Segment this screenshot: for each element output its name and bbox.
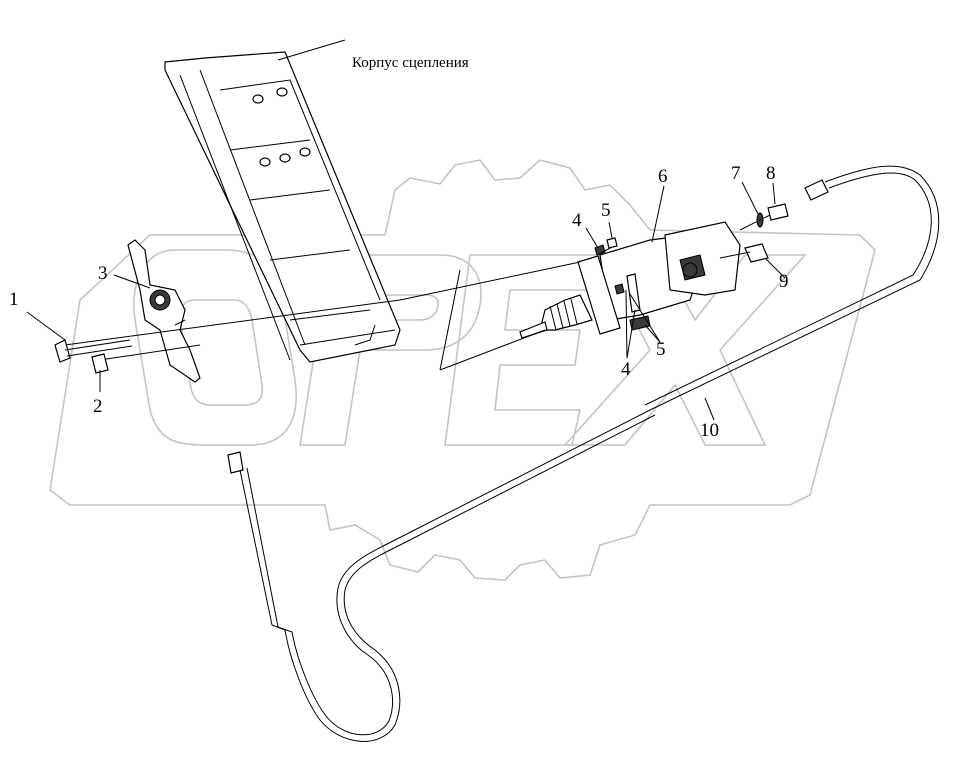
pushrod (519, 321, 548, 339)
bolt-1 (54, 339, 133, 363)
callout-5-upper: 5 (601, 200, 611, 221)
watermark-letter-e (444, 254, 601, 446)
watermark-gear (49, 159, 876, 581)
callout-7: 7 (731, 163, 741, 184)
release-fork (127, 239, 201, 383)
callout-6: 6 (658, 166, 668, 187)
callout-10: 10 (700, 420, 719, 441)
plug-9 (744, 243, 769, 263)
clutch-booster (519, 221, 741, 339)
callout-leaders (26, 181, 786, 421)
watermark-letter-x (563, 254, 807, 446)
callout-9: 9 (779, 271, 789, 292)
fitting-8 (767, 203, 789, 221)
callout-8: 8 (766, 163, 776, 184)
bolt-2 (91, 353, 109, 374)
booster-flange (577, 255, 621, 335)
callout-4-lower: 4 (621, 359, 631, 380)
callout-2: 2 (93, 396, 103, 417)
watermark-letter-p (299, 254, 482, 446)
pipe-end-fitting (227, 451, 244, 474)
watermark-logo (49, 159, 876, 581)
caption-leader (277, 39, 346, 61)
callout-1: 1 (9, 289, 19, 310)
booster-boot (539, 294, 593, 331)
callout-labels: 1 2 3 4 4 5 5 6 7 8 9 10 (9, 163, 789, 441)
callout-4-upper: 4 (572, 210, 582, 231)
fork-body (127, 239, 201, 383)
pipe-line (239, 165, 940, 742)
pipe-10 (227, 165, 940, 742)
booster-valve-block (664, 221, 741, 296)
clutch-housing (164, 51, 401, 363)
callout-3: 3 (98, 263, 108, 284)
caption-clutch-housing: Корпус сцепления (352, 55, 469, 71)
fittings-7-8-9 (719, 203, 789, 263)
housing-outer (164, 51, 401, 363)
callout-5-lower: 5 (656, 339, 666, 360)
